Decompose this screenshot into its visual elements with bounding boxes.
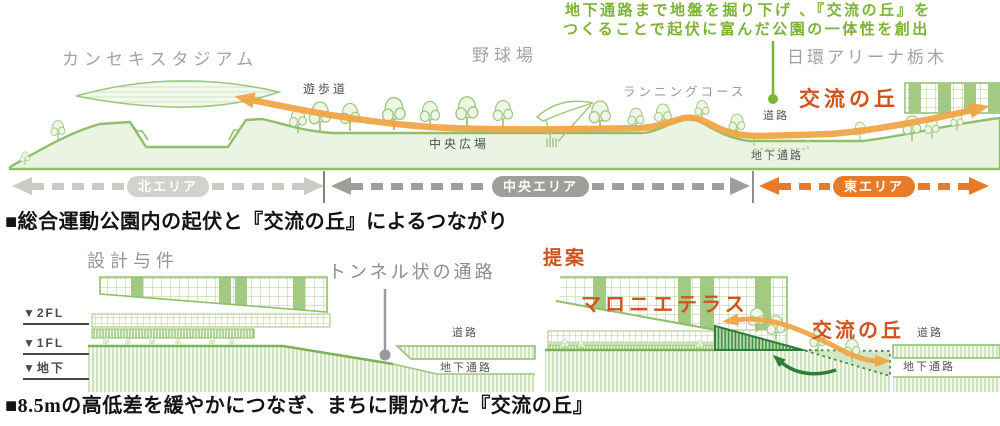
level-basement: ▼地下 [23,361,89,380]
north-area-arrow: 北エリア [12,175,325,197]
return-flow-arrow [772,354,837,376]
label-exchange-hill: 交流の丘 [799,88,899,111]
label-road-proposal: 道路 [917,327,943,339]
given-ground-shape [88,337,536,392]
tunnel-leader [379,289,391,361]
ground-profile [8,116,1000,171]
label-underpass-given: 地下通路 [440,362,492,374]
central-area-badge: 中央エリア [492,175,590,197]
label-arena: 日環アリーナ栃木 [787,48,947,67]
annotation-leader [768,41,778,104]
arrow-right-icon [969,177,990,195]
annotation-line-1: 地下通路まで地盤を掘り下げ 、『交流の丘』を [565,2,932,19]
label-underpass-top: 地下通路 [751,150,803,162]
arrow-right-icon [304,177,325,195]
label-promenade: 遊歩道 [303,82,349,96]
label-baseball-field: 野球場 [472,46,538,65]
caption-lower: ■8.5mの高低差を緩やかにつなぎ、まちに開かれた『交流の丘』 [5,395,594,417]
promenade-path-arrow [234,92,990,140]
label-running-course: ランニングコース [623,85,747,99]
annotation-line-2: つくることで起伏に富んだ公園の一体性を創出 [563,21,930,38]
east-area-arrow: 東エリア [759,175,990,197]
label-road-top: 道路 [763,110,789,122]
level-1fl: ▼1FL [23,336,89,355]
arrow-left-icon [759,177,779,195]
label-underpass-proposal: 地下通路 [903,361,955,373]
label-stadium: カンセキスタジアム [62,50,259,69]
arrow-left-icon [12,177,32,195]
caption-upper: ■総合運動公園内の起伏と『交流の丘』によるつながり [5,211,509,233]
slope-flow-arrow [722,313,891,367]
proposal-title: 提案 [543,248,588,269]
label-road-given: 道路 [452,327,478,339]
stadium-shape [75,80,282,108]
east-area-badge: 東エリア [833,175,916,197]
label-exchange-hill-proposal: 交流の丘 [812,320,904,342]
given-section-drawing [88,276,536,392]
label-central-plaza: 中央広場 [429,137,490,151]
arrow-right-icon [730,177,751,195]
top-section-drawing [8,41,1000,171]
proposal-road-shape [892,344,1000,392]
given-title: 設計与件 [87,251,179,271]
label-marronnier-terrace: マロニエテラス [581,294,749,316]
level-2fl: ▼2FL [23,306,89,325]
arrow-left-icon [331,177,351,195]
label-tunnel-passage: トンネル状の通路 [328,262,496,282]
arena-building-shape [904,82,1000,114]
area-divider-2 [752,171,754,203]
north-area-badge: 北エリア [127,175,210,197]
central-area-arrow: 中央エリア [331,175,751,197]
proposal-section-drawing [545,276,1000,392]
area-divider-1 [323,171,325,203]
given-building-shape [91,276,331,339]
